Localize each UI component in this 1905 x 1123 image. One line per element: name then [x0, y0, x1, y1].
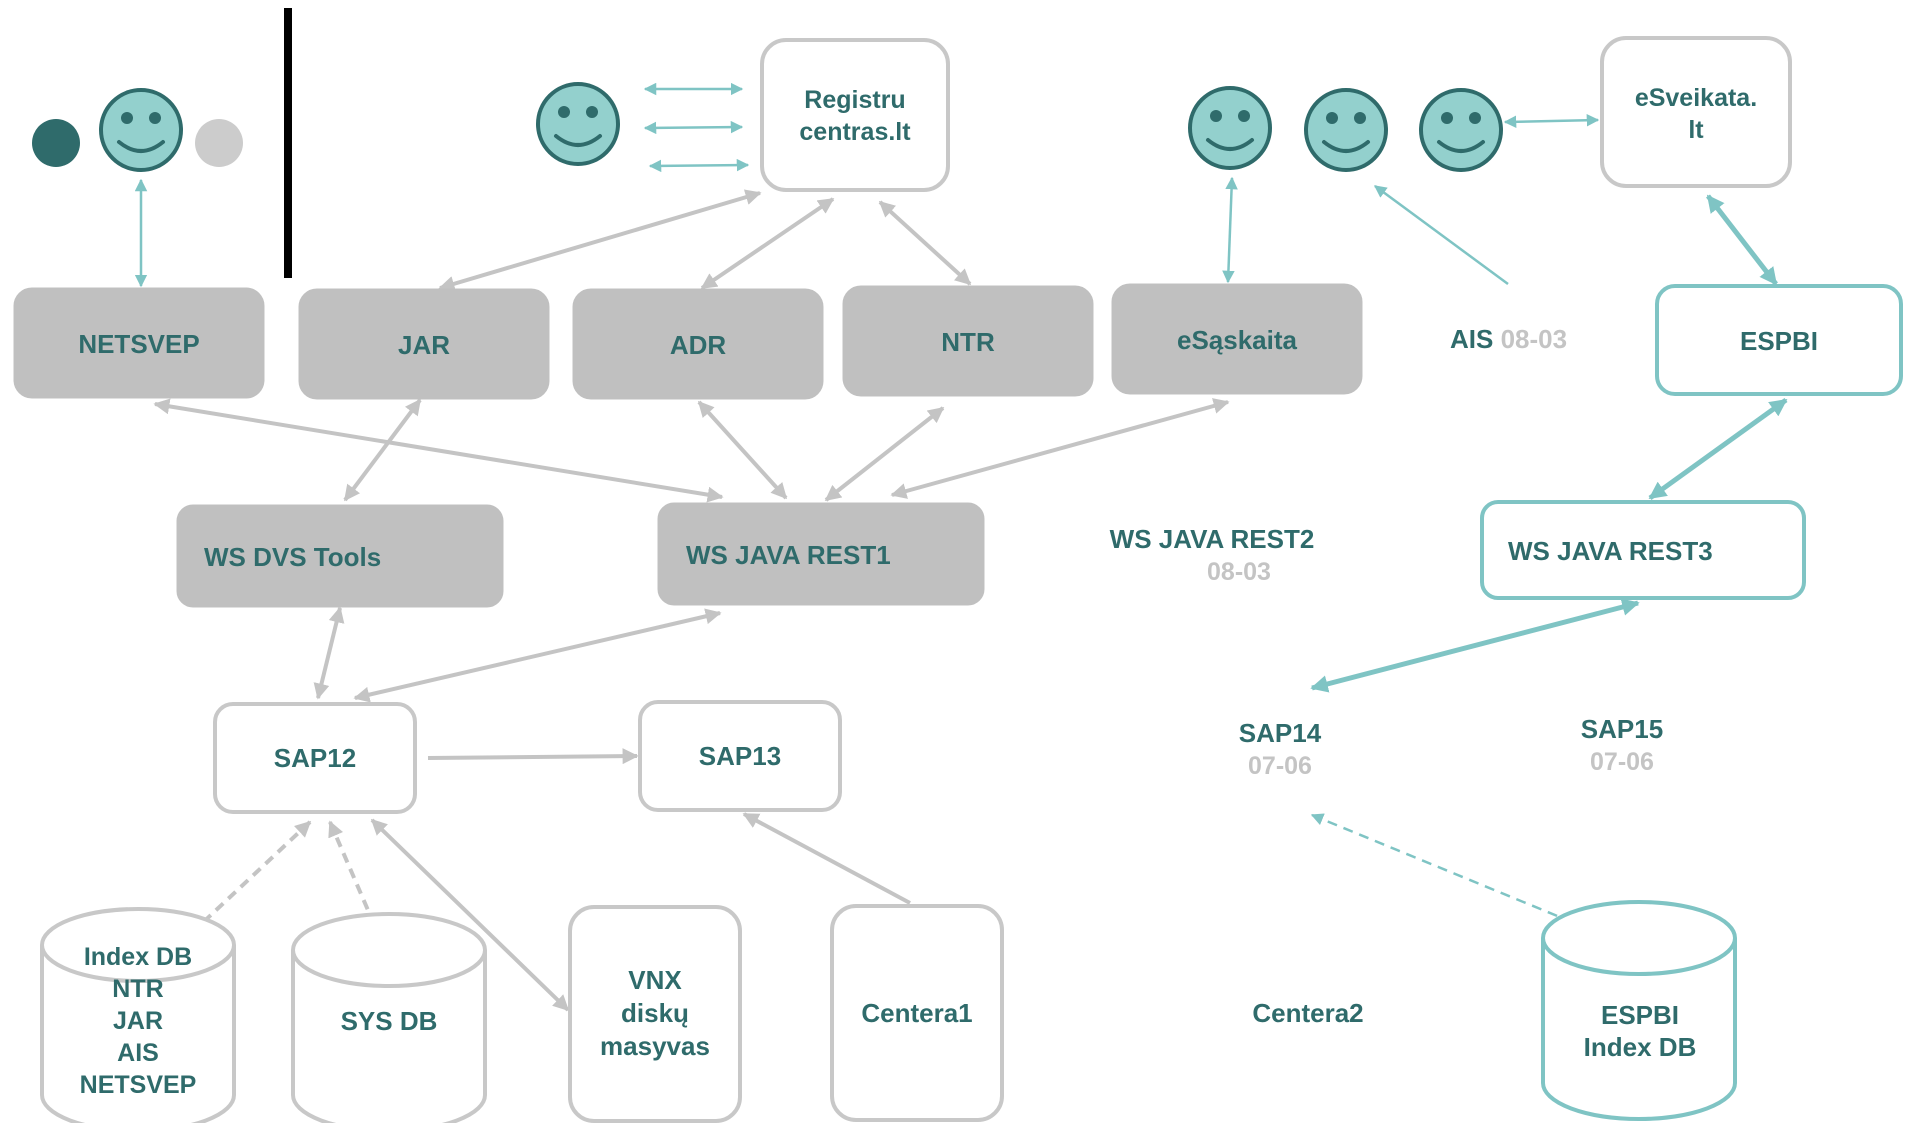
ws-java-rest3-label: WS JAVA REST3 [1508, 536, 1713, 566]
ws-dvs-tools-label: WS DVS Tools [204, 542, 381, 572]
node-ws-java-rest1: WS JAVA REST1 [657, 502, 985, 606]
ws-java-rest2-date: 08-03 [1207, 558, 1271, 586]
node-centera2: Centera2 [1252, 998, 1363, 1028]
connector-sap12-sap13 [427, 748, 639, 765]
node-espbi: ESPBI [1655, 284, 1903, 396]
ws-java-rest1-label: WS JAVA REST1 [686, 540, 891, 570]
ais-date: 08-03 [1501, 324, 1568, 354]
vnx-label-line3: masyvas [600, 1031, 710, 1061]
connector-rest3-sap14 [1310, 598, 1640, 693]
connector-sap13-centera1 [742, 812, 911, 905]
node-jar: JAR [298, 288, 550, 400]
sap13-label: SAP13 [699, 741, 781, 771]
node-ws-dvs-tools: WS DVS Tools [176, 504, 504, 608]
registru-label-line2: centras.lt [799, 118, 911, 146]
index-db-label-line3: JAR [113, 1007, 163, 1035]
node-ws-java-rest3: WS JAVA REST3 [1480, 500, 1806, 600]
node-esaskaita: eSąskaita [1111, 283, 1363, 395]
centera1-label: Centera1 [861, 998, 972, 1028]
connector-jar-dvs [343, 398, 422, 502]
connector-esveikata-espbi [1706, 194, 1778, 286]
index-db-label-line1: Index DB [84, 943, 192, 971]
connector-arrow-2 [643, 120, 744, 135]
vnx-label-line2: diskų [621, 998, 689, 1028]
user-smiley-icon [1304, 88, 1388, 172]
adr-label: ADR [670, 330, 727, 360]
centera2-label: Centera2 [1252, 998, 1363, 1028]
sap15-date: 07-06 [1590, 748, 1654, 776]
ntr-label: NTR [941, 327, 995, 357]
node-sap15: SAP15 07-06 [1581, 714, 1663, 776]
connector-sap12-indexdb [146, 820, 312, 976]
node-ntr: NTR [842, 285, 1094, 397]
connector-arrow-3 [648, 158, 750, 173]
connector-smiley-ais [1373, 184, 1509, 286]
user-smiley-icon [99, 88, 183, 172]
connector-espbi-rest3 [1648, 397, 1788, 501]
ais-label: AIS 08-03 [1450, 324, 1567, 354]
status-dot-light-icon [195, 119, 243, 167]
node-index-db: Index DB NTR JAR AIS NETSVEP [40, 907, 236, 1123]
index-db-label-line4: AIS [117, 1039, 159, 1067]
node-registru: Registru centras.lt [760, 38, 950, 192]
node-sap14: SAP14 07-06 [1239, 718, 1322, 780]
index-db-label-line5: NETSVEP [80, 1071, 197, 1099]
node-esveikata: eSveikata. lt [1600, 36, 1792, 188]
node-espbi-index-db: ESPBI Index DB [1541, 900, 1737, 1121]
node-ais: AIS 08-03 [1450, 324, 1567, 354]
connector-rest1-sap12 [353, 608, 722, 703]
connector-adr-rest1 [697, 400, 788, 500]
node-centera1: Centera1 [830, 904, 1004, 1122]
connector-smiley-esaskaita [1222, 176, 1238, 284]
esaskaita-label: eSąskaita [1177, 325, 1298, 355]
connector-sap12-vnx [370, 818, 570, 1012]
connector-registru-jar [438, 189, 762, 292]
node-adr: ADR [572, 288, 824, 400]
user-smiley-icon [1419, 88, 1503, 172]
connector-registru-ntr [878, 200, 972, 286]
connector-smiley-esveikata [1503, 113, 1600, 129]
node-ws-java-rest2: WS JAVA REST2 08-03 [1110, 524, 1315, 586]
user-smiley-icon [1188, 86, 1272, 170]
espbi-label: ESPBI [1740, 326, 1818, 356]
sap15-label: SAP15 [1581, 714, 1663, 744]
node-vnx: VNX diskų masyvas [568, 905, 742, 1123]
netsvep-label: NETSVEP [78, 329, 199, 359]
espbi-index-db-label-line2: Index DB [1584, 1032, 1697, 1062]
node-netsvep: NETSVEP [13, 287, 265, 399]
user-smiley-icon [536, 82, 620, 166]
connectors [134, 82, 1788, 1012]
index-db-label-line2: NTR [112, 975, 163, 1003]
node-sys-db: SYS DB [291, 912, 487, 1123]
connector-netsvep-rest1 [153, 398, 724, 503]
esveikata-label-line2: lt [1688, 116, 1704, 144]
sys-db-label: SYS DB [341, 1006, 438, 1036]
connector-esaskaita-rest1 [890, 398, 1230, 499]
registru-label-line1: Registru [804, 86, 905, 114]
node-sap13: SAP13 [638, 700, 842, 812]
ws-java-rest2-label: WS JAVA REST2 [1110, 524, 1315, 554]
sap12-label: SAP12 [274, 743, 356, 773]
jar-label: JAR [398, 330, 450, 360]
node-sap12: SAP12 [213, 702, 417, 814]
esveikata-label-line1: eSveikata. [1635, 84, 1757, 112]
connector-registru-adr [700, 197, 835, 290]
sap14-label: SAP14 [1239, 718, 1322, 748]
vnx-label-line1: VNX [628, 965, 682, 995]
espbi-index-db-label-line1: ESPBI [1601, 1000, 1679, 1030]
sap14-date: 07-06 [1248, 752, 1312, 780]
connector-dvs-sap12 [313, 606, 345, 700]
status-dot-dark-icon [32, 119, 80, 167]
